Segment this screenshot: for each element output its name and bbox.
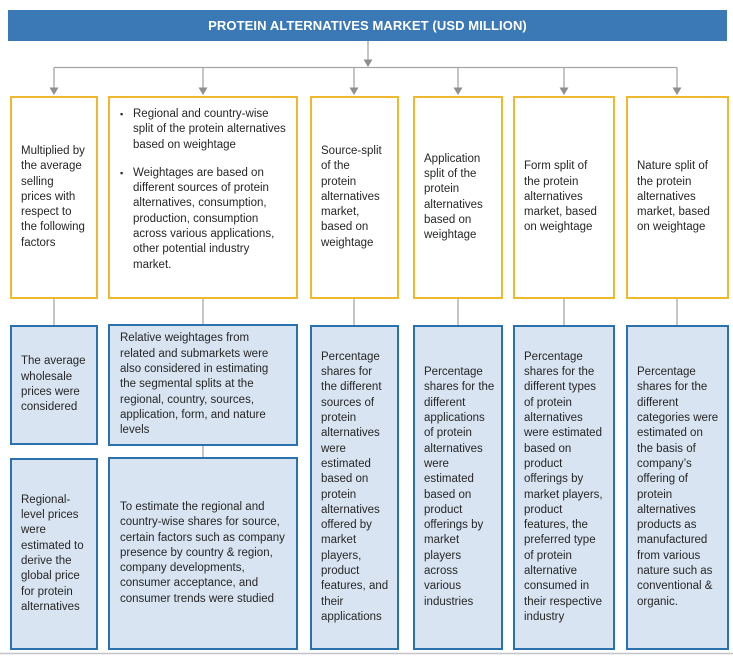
bullet-icon: ▪ — [120, 167, 124, 178]
box-text: Percentage shares for the different type… — [524, 350, 603, 623]
box-text: Source-split of the protein alternatives… — [321, 144, 382, 249]
panel-nature-shares: Percentage shares for the different cate… — [626, 325, 729, 650]
box-text: Application split of the protein alterna… — [424, 152, 483, 242]
arrow-down-icon — [453, 87, 463, 95]
arrow-down-icon — [349, 87, 359, 95]
box-text: Relative weightages from related and sub… — [120, 332, 269, 437]
arrow-down-icon — [363, 59, 373, 67]
top-box-nature-split: Nature split of the protein alternatives… — [626, 96, 729, 299]
box-text: Form split of the protein alternatives m… — [524, 160, 597, 234]
top-box-application-split: Application split of the protein alterna… — [413, 96, 503, 299]
box-text: The average wholesale prices were consid… — [21, 355, 86, 414]
top-box-weightage-notes: ▪ Regional and country-wise split of the… — [108, 96, 298, 299]
panel-share-estimation-factors: To estimate the regional and country-wis… — [108, 457, 298, 650]
box-text: Multiplied by the average selling prices… — [21, 144, 85, 249]
bullet-text: Weightages are based on different source… — [133, 166, 275, 271]
box-text: Percentage shares for the different appl… — [424, 366, 495, 608]
box-text: To estimate the regional and country-wis… — [120, 500, 285, 605]
top-box-pricing-factors: Multiplied by the average selling prices… — [10, 96, 98, 299]
bullet-item: ▪ Weightages are based on different sour… — [120, 166, 288, 273]
arrow-down-icon — [559, 87, 569, 95]
box-text: Regional-level prices were estimated to … — [21, 493, 84, 613]
diagram-title-bar: PROTEIN ALTERNATIVES MARKET (USD MILLION… — [8, 10, 727, 41]
top-box-form-split: Form split of the protein alternatives m… — [513, 96, 615, 299]
bullet-text: Regional and country-wise split of the p… — [133, 108, 286, 151]
panel-form-shares: Percentage shares for the different type… — [513, 325, 615, 650]
bullet-item: ▪ Regional and country-wise split of the… — [120, 107, 288, 153]
panel-regional-prices: Regional-level prices were estimated to … — [10, 458, 98, 650]
box-text: Percentage shares for the different sour… — [321, 350, 389, 623]
panel-application-shares: Percentage shares for the different appl… — [413, 325, 503, 650]
arrow-down-icon — [198, 87, 208, 95]
panel-relative-weightages: Relative weightages from related and sub… — [108, 324, 298, 446]
box-text: Percentage shares for the different cate… — [637, 366, 719, 608]
panel-source-shares: Percentage shares for the different sour… — [310, 325, 399, 650]
arrow-down-icon — [672, 87, 682, 95]
box-text: Nature split of the protein alternatives… — [637, 160, 710, 234]
panel-wholesale-prices: The average wholesale prices were consid… — [10, 325, 98, 445]
top-box-source-split: Source-split of the protein alternatives… — [310, 96, 399, 299]
diagram-title: PROTEIN ALTERNATIVES MARKET (USD MILLION… — [208, 18, 527, 33]
arrow-down-icon — [49, 87, 59, 95]
bullet-icon: ▪ — [120, 109, 124, 119]
